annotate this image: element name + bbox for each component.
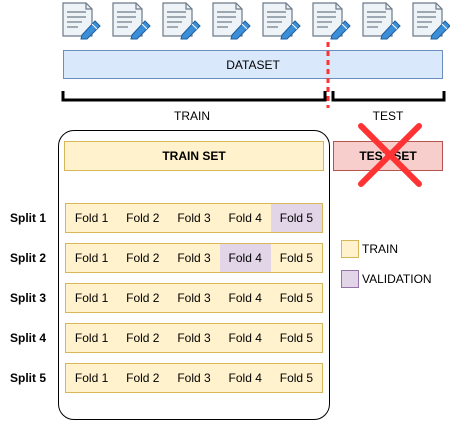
train-fold: Fold 5 (279, 291, 314, 305)
split-label: Split 2 (9, 251, 46, 265)
legend-validation-label: VALIDATION (362, 272, 432, 286)
dataset-label: DATASET (226, 57, 280, 72)
train-fold: Fold 3 (177, 331, 211, 345)
split-row: Fold 1 Fold 2 Fold 3 Fold 4 Fold 5 (65, 243, 323, 273)
split-brackets (61, 42, 446, 108)
train-fold: Fold 5 (279, 371, 314, 385)
train-fold: Fold 3 (177, 251, 211, 265)
train-label: TRAIN (174, 109, 210, 123)
document-edit-icon (162, 2, 201, 40)
legend-train-label: TRAIN (362, 242, 398, 256)
document-edit-icon (362, 2, 401, 40)
test-bracket (331, 91, 446, 102)
validation-fold: Fold 4 (219, 244, 271, 272)
train-fold: Fold 3 (177, 291, 211, 305)
split-label: Split 5 (9, 371, 46, 385)
train-fold: Fold 1 (74, 251, 109, 265)
train-fold: Fold 1 (74, 371, 109, 385)
document-edit-icon (312, 2, 351, 40)
test-label: TEST (372, 109, 404, 123)
split-row: Fold 1 Fold 2 Fold 3 Fold 4 Fold 5 (65, 363, 323, 393)
legend-validation-swatch (341, 270, 359, 288)
train-fold: Fold 5 (279, 251, 314, 265)
legend-train-swatch (341, 240, 359, 258)
train-fold: Fold 2 (126, 291, 160, 305)
split-label: Split 1 (9, 211, 46, 225)
train-fold: Fold 4 (228, 331, 262, 345)
split-row: Fold 1 Fold 2 Fold 3 Fold 4 Fold 5 (65, 323, 323, 353)
validation-fold: Fold 5 (270, 204, 323, 232)
train-fold: Fold 1 (74, 331, 109, 345)
train-fold: Fold 2 (126, 211, 160, 225)
document-edit-icon (212, 2, 251, 40)
train-fold: Fold 4 (228, 371, 262, 385)
train-fold: Fold 4 (228, 211, 262, 225)
dataset-bar: DATASET (63, 50, 443, 79)
train-fold: Fold 2 (126, 331, 160, 345)
train-set-label: TRAIN SET (162, 149, 226, 163)
document-edit-icon (412, 2, 450, 40)
split-label: Split 4 (9, 331, 46, 345)
train-fold: Fold 4 (228, 291, 262, 305)
train-fold: Fold 3 (177, 371, 211, 385)
train-set-box: TRAIN SET (64, 141, 324, 171)
document-edit-icon (62, 2, 101, 40)
document-edit-icon (112, 2, 151, 40)
train-fold: Fold 1 (74, 211, 109, 225)
train-fold: Fold 2 (126, 251, 160, 265)
train-fold: Fold 1 (74, 291, 109, 305)
cross-icon (358, 123, 422, 187)
split-row: Fold 1 Fold 2 Fold 3 Fold 4 Fold 5 (65, 203, 323, 233)
document-edit-icon (262, 2, 301, 40)
train-fold: Fold 2 (126, 371, 160, 385)
train-fold: Fold 3 (177, 211, 211, 225)
train-fold: Fold 5 (279, 331, 314, 345)
split-label: Split 3 (9, 291, 46, 305)
split-row: Fold 1 Fold 2 Fold 3 Fold 4 Fold 5 (65, 283, 323, 313)
train-bracket (61, 91, 327, 102)
